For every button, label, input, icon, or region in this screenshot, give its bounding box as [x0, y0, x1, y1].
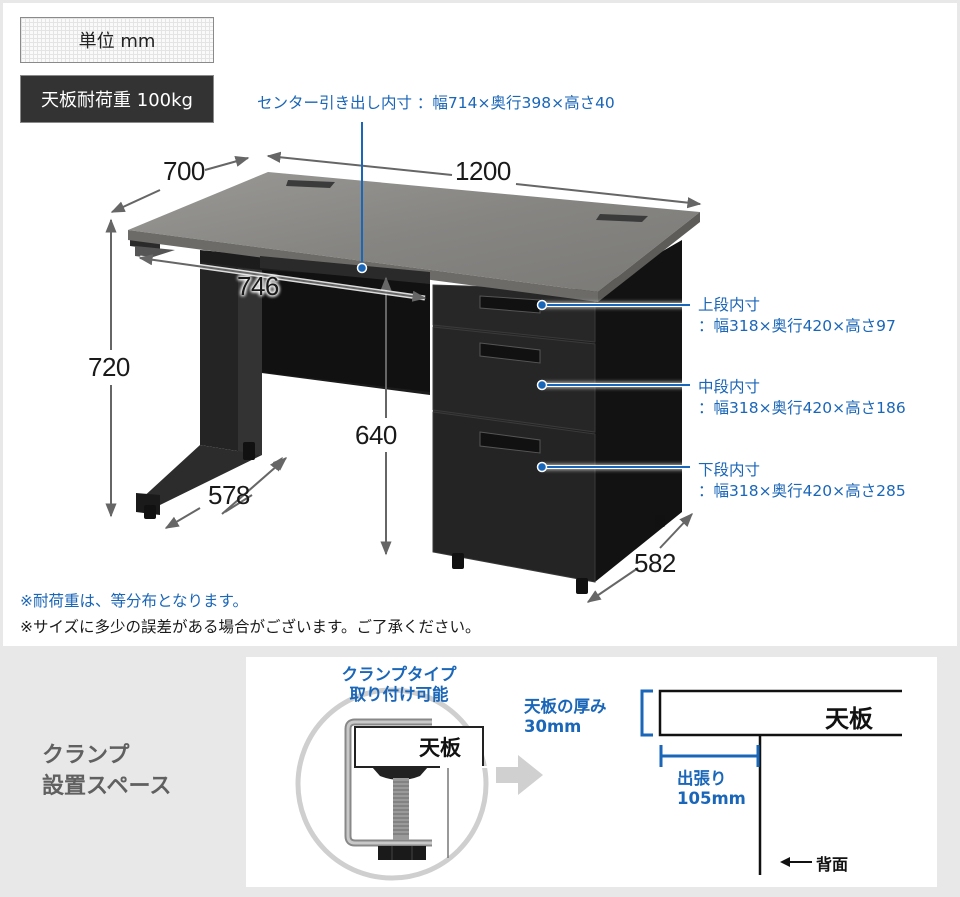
overhang-line1: 出張り [677, 769, 727, 788]
cable-grommet [286, 180, 335, 188]
callout-lines [356, 122, 690, 473]
drawer-middle-spec: ：幅318×奥行420×高さ186 [698, 399, 906, 417]
tabletop-thickness-label: 天板の厚み 30mm [524, 697, 607, 737]
clamp-type-label: クランプタイプ 取り付け可能 [334, 665, 464, 705]
overhang-label: 出張り 105mm [677, 769, 746, 809]
load-capacity-badge: 天板耐荷重 100kg [20, 75, 214, 123]
drawer-top-name: 上段内寸 [698, 296, 761, 314]
leg-depth-dimension: 578 [208, 480, 250, 510]
back-side-label: 背面 [816, 855, 849, 874]
thickness-line1: 天板の厚み [524, 697, 607, 716]
inner-width-dimension: 746 [237, 271, 279, 301]
drawer-middle-name: 中段内寸 [698, 378, 761, 396]
drawer-bottom-label: 下段内寸 ：幅318×奥行420×高さ285 [698, 460, 906, 502]
height-dimension: 720 [88, 352, 130, 382]
knee-height-dimension: 640 [355, 420, 397, 450]
drawer-bottom-name: 下段内寸 [698, 461, 761, 479]
cable-grommet [596, 214, 648, 222]
clamp-title-line1: クランプ [42, 743, 130, 768]
right-tabletop-label: 天板 [825, 705, 873, 733]
clamp-section-title: クランプ 設置スペース [42, 740, 171, 802]
width-dimension: 1200 [455, 156, 511, 186]
clamp-type-line1: クランプタイプ [341, 665, 457, 684]
drawer-bottom-spec: ：幅318×奥行420×高さ285 [698, 482, 906, 500]
pedestal-cabinet [432, 240, 682, 594]
center-drawer-inner-size: センター引き出し内寸 ：幅714×奥行398×高さ40 [257, 94, 615, 112]
overhang-line2: 105mm [677, 789, 746, 808]
dimension-lines [105, 151, 702, 603]
pedestal-depth-dimension: 582 [634, 548, 676, 578]
clamp-tabletop-label: 天板 [419, 736, 461, 760]
unit-badge: 単位 mm [20, 17, 214, 63]
clamp-type-line2: 取り付け可能 [349, 685, 449, 704]
inner-width-dimension-line [138, 254, 427, 302]
drawer-middle-label: 中段内寸 ：幅318×奥行420×高さ186 [698, 377, 906, 419]
arrow-right-icon [496, 755, 543, 795]
thickness-line2: 30mm [524, 717, 582, 736]
clamp-title-line2: 設置スペース [42, 774, 172, 799]
load-distribution-note: ※耐荷重は、等分布となります。 [20, 592, 248, 610]
desk-top [128, 172, 700, 302]
depth-dimension: 700 [163, 156, 205, 186]
drawer-top-label: 上段内寸 ：幅318×奥行420×高さ97 [698, 295, 896, 337]
size-tolerance-note: ※サイズに多少の誤差がある場合がございます。ご了承ください。 [20, 618, 481, 636]
arrow-left-icon [780, 857, 790, 867]
drawer-top-spec: ：幅318×奥行420×高さ97 [698, 317, 896, 335]
